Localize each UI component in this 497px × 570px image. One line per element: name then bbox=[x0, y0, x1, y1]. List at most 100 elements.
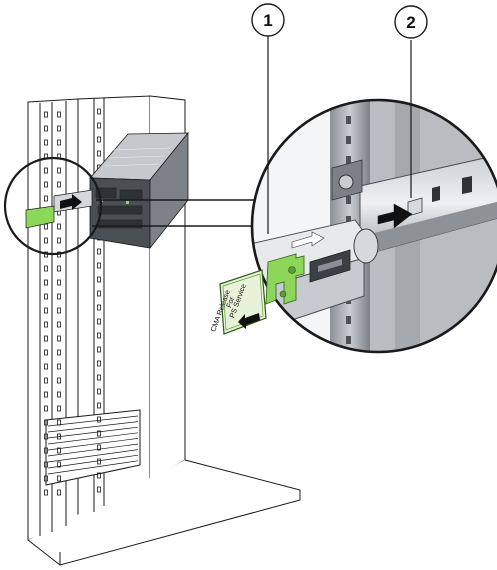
rack-hole bbox=[44, 433, 48, 440]
rack-hole bbox=[44, 293, 48, 300]
rack-hole bbox=[44, 349, 48, 356]
rack-hole bbox=[97, 276, 101, 283]
rack-hole bbox=[44, 461, 48, 468]
rack-hole bbox=[57, 405, 61, 412]
rack-hole bbox=[44, 279, 48, 286]
post-hole bbox=[346, 316, 351, 324]
post-hole bbox=[346, 336, 351, 344]
rack-hole bbox=[57, 349, 61, 356]
rack-hole bbox=[97, 290, 101, 297]
rack-hole bbox=[57, 265, 61, 272]
rack-hole bbox=[57, 223, 61, 230]
rack-hole bbox=[44, 447, 48, 454]
bracket-screw bbox=[338, 174, 354, 190]
rack-hole bbox=[97, 108, 101, 115]
rack-hole bbox=[97, 318, 101, 325]
rack-hole bbox=[44, 195, 48, 202]
rack-hole bbox=[44, 167, 48, 174]
rack-hole bbox=[97, 360, 101, 367]
rack-hole bbox=[44, 125, 48, 132]
rack-hole bbox=[97, 122, 101, 129]
post-hole bbox=[346, 116, 351, 124]
rack-hole bbox=[44, 335, 48, 342]
rack-hole bbox=[97, 332, 101, 339]
rack-hole bbox=[57, 167, 61, 174]
rack-hole bbox=[44, 139, 48, 146]
post-hole bbox=[346, 356, 351, 364]
small-slide-rail bbox=[25, 189, 93, 229]
vent-slat bbox=[47, 460, 139, 475]
rack-hole bbox=[57, 377, 61, 384]
rack-hole bbox=[44, 321, 48, 328]
small-release-tab bbox=[25, 205, 55, 229]
vent-slat bbox=[47, 454, 139, 469]
rack-hole bbox=[97, 388, 101, 395]
rack-hole bbox=[44, 419, 48, 426]
rack-hole bbox=[57, 307, 61, 314]
rack-base bbox=[27, 459, 301, 566]
post-hole bbox=[346, 376, 351, 384]
rack-hole bbox=[44, 363, 48, 370]
rack-vent-panel bbox=[45, 409, 141, 486]
rack-hole bbox=[97, 150, 101, 157]
rack-hole bbox=[57, 475, 61, 482]
callout-1-label: 1 bbox=[263, 11, 272, 30]
rail-connector-slot bbox=[407, 197, 423, 217]
vent-slat bbox=[47, 432, 139, 445]
post-hole bbox=[346, 156, 351, 164]
rack-hole bbox=[57, 293, 61, 300]
vent-slat bbox=[47, 421, 139, 433]
detail-circle-small bbox=[3, 156, 103, 256]
rack-hole bbox=[97, 458, 101, 465]
rack-hole bbox=[44, 475, 48, 482]
zoom-detail-view bbox=[250, 98, 497, 384]
rack-hole bbox=[44, 391, 48, 398]
rack-hole bbox=[97, 402, 101, 409]
rack-hole bbox=[97, 472, 101, 479]
rack-hole bbox=[97, 304, 101, 311]
rack-hole bbox=[97, 416, 101, 423]
rack-vent-slats bbox=[47, 415, 139, 475]
callout-2-label: 2 bbox=[406, 13, 415, 32]
rack-hole bbox=[57, 461, 61, 468]
rack-hole bbox=[97, 374, 101, 381]
zoom-circle-outline bbox=[250, 98, 497, 354]
tag-arrow-icon bbox=[238, 313, 260, 329]
callouts: 1 2 bbox=[251, 3, 428, 234]
vent-slat bbox=[47, 426, 139, 439]
rack-hole bbox=[44, 405, 48, 412]
rack-hole bbox=[57, 447, 61, 454]
callout-2-circle bbox=[394, 5, 428, 39]
callout-1-circle bbox=[251, 3, 285, 37]
rack-hole bbox=[97, 444, 101, 451]
rack-hole bbox=[57, 125, 61, 132]
rack-hole bbox=[57, 489, 61, 496]
small-arrow-icon bbox=[60, 194, 82, 210]
insert-arrow-icon bbox=[377, 203, 413, 229]
rack-hole bbox=[97, 430, 101, 437]
rack-hole bbox=[57, 111, 61, 118]
rack-hole bbox=[44, 489, 48, 496]
rack-hole bbox=[57, 139, 61, 146]
server-chassis bbox=[89, 131, 189, 250]
vent-slat bbox=[47, 449, 139, 463]
post-hole bbox=[346, 216, 351, 224]
rack-hole bbox=[97, 346, 101, 353]
post-hole bbox=[346, 196, 351, 204]
rack-hole bbox=[44, 377, 48, 384]
rack-hole bbox=[44, 111, 48, 118]
cma-release-lever bbox=[265, 253, 305, 305]
rail-slots bbox=[432, 176, 472, 202]
rack-hole bbox=[57, 363, 61, 370]
rack-hole bbox=[97, 136, 101, 143]
rack-hole bbox=[57, 391, 61, 398]
connector-pin bbox=[353, 228, 379, 264]
vent-slat bbox=[47, 438, 139, 451]
rack-hole bbox=[57, 181, 61, 188]
rack-hole bbox=[57, 279, 61, 286]
rack-hole bbox=[57, 321, 61, 328]
rack-hole bbox=[44, 307, 48, 314]
rack-hole bbox=[97, 248, 101, 255]
